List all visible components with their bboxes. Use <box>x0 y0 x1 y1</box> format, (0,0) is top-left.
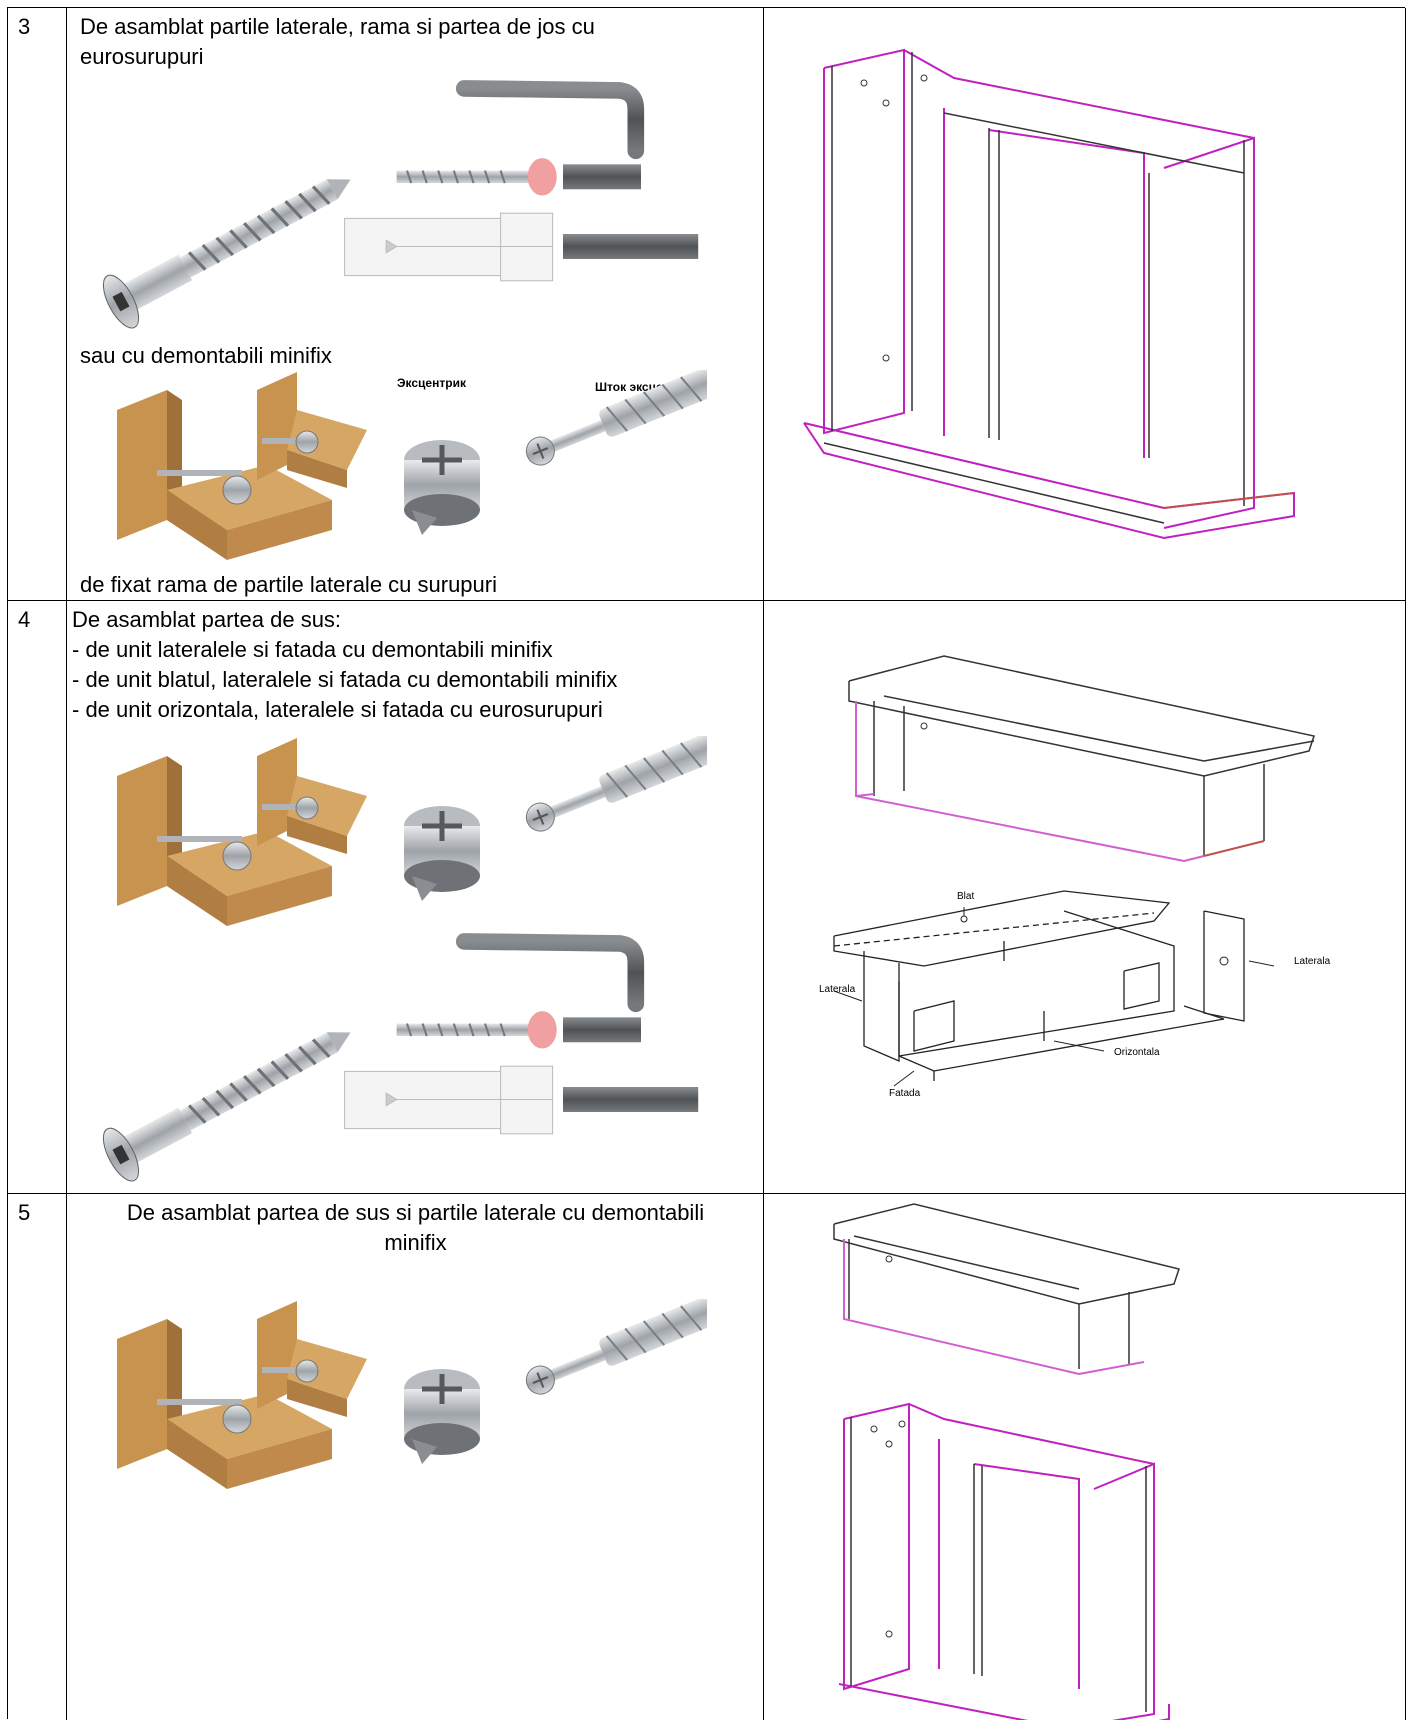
step-number: 4 <box>18 607 31 632</box>
step-text-line2: eurosurupuri <box>80 44 204 69</box>
label-laterala-left: Laterala <box>819 984 856 995</box>
label-laterala-right: Laterala <box>1294 956 1331 967</box>
euroscrew-illustration <box>87 78 727 338</box>
step-number: 5 <box>18 1200 31 1225</box>
label-fatada: Fatada <box>889 1088 921 1099</box>
label-orizontala: Orizontala <box>1114 1047 1160 1058</box>
label-blat: Blat <box>957 891 975 902</box>
step-row-3: 3 De asamblat partile laterale, rama si … <box>8 8 1406 601</box>
step-text-line1: De asamblat partile laterale, rama si pa… <box>80 14 595 39</box>
step-footer-text: de fixat rama de partile laterale cu sur… <box>80 572 497 597</box>
step-row-4: 4 De asamblat partea de sus: - de unit l… <box>8 601 1406 1194</box>
step-text-line1: De asamblat partea de sus si partile lat… <box>126 1200 705 1225</box>
step-text-line2: minifix <box>384 1230 447 1255</box>
step-item-3: - de unit orizontala, lateralele si fata… <box>72 697 603 722</box>
minifix-illustration <box>87 1299 727 1499</box>
instruction-table: 3 De asamblat partile laterale, rama si … <box>7 7 1406 1720</box>
step-item-1: - de unit lateralele si fatada cu demont… <box>72 637 553 662</box>
eccentric-label: Эксцентрик <box>397 376 466 390</box>
euroscrew-illustration <box>87 931 727 1191</box>
minifix-illustration <box>87 736 727 936</box>
step-number: 3 <box>18 14 31 39</box>
final-assembly-diagram <box>833 1203 1180 1720</box>
top-part-diagram <box>848 655 1315 863</box>
step-item-2: - de unit blatul, lateralele si fatada c… <box>72 667 618 692</box>
alt-method-label: sau cu demontabili minifix <box>80 343 332 368</box>
minifix-illustration <box>87 370 727 570</box>
exploded-top-diagram <box>833 890 1275 1087</box>
step-row-5: 5 De asamblat partea de sus si partile l… <box>8 1194 1406 1720</box>
frame-assembly-diagram <box>803 48 1295 540</box>
step-heading: De asamblat partea de sus: <box>72 607 342 632</box>
